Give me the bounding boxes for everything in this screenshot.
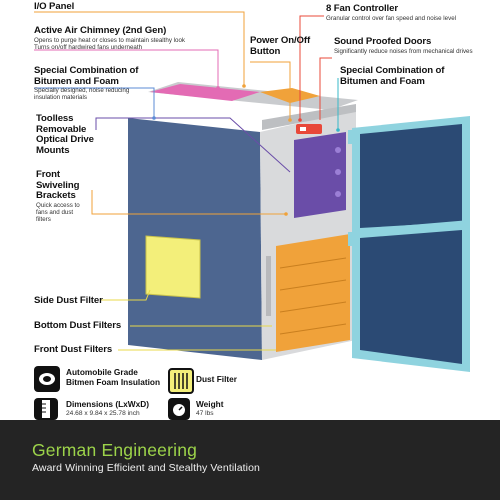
label-front-filter: Front Dust Filters	[34, 344, 113, 356]
ruler-icon	[34, 398, 58, 420]
label-toolless: Toolless Removable Optical Drive Mounts	[36, 113, 94, 156]
swivel-line-3: Brackets	[36, 190, 76, 201]
lower-drive-bay	[276, 234, 350, 352]
legend-foam-line-1: Automobile Grade	[66, 367, 138, 377]
optical-bay	[294, 132, 346, 218]
fan-controller-title: 8 Fan Controller	[326, 3, 398, 14]
label-side-filter: Side Dust Filter	[34, 295, 103, 307]
label-foam-left: Special Combination of Bitumen and Foam …	[34, 65, 139, 102]
swivel-desc-1: Quick access to	[36, 201, 80, 209]
leader-side-filter	[100, 289, 151, 301]
foam-left-title-1: Special Combination of	[34, 65, 139, 76]
power-button-title-1: Power On/Off	[250, 35, 311, 46]
toolless-line-4: Mounts	[36, 144, 70, 156]
swivel-line-1: Front	[36, 169, 61, 180]
front-vent-strip	[266, 256, 271, 316]
foam-right-title-2: Bitumen and Foam	[340, 75, 425, 87]
side-filter-title: Side Dust Filter	[34, 295, 103, 306]
air-chimney-desc-1: Opens to purge heat or closes to maintai…	[34, 36, 185, 44]
power-button	[296, 124, 322, 134]
power-button-title-2: Button	[250, 45, 281, 57]
legend-dust-title: Dust Filter	[196, 374, 238, 384]
label-bottom-filter: Bottom Dust Filters	[34, 320, 122, 332]
bay-latch	[335, 147, 341, 153]
bay-latch	[335, 169, 341, 175]
foam-left-desc-2: insulation materials	[34, 94, 87, 102]
label-fan-controller: 8 Fan Controller Granular control over f…	[326, 3, 457, 22]
case-top-edge	[262, 104, 356, 130]
air-chimney-desc-2: Turns on/off hardwired fans underneath	[34, 43, 143, 51]
legend-weight-value: 47 lbs	[196, 409, 214, 417]
power-button-highlight	[300, 127, 306, 131]
banner-subtitle: Award Winning Efficient and Stealthy Ven…	[32, 462, 260, 474]
legend-dimensions: Dimensions (LxWxD) 24.68 x 9.84 x 25.78 …	[66, 399, 149, 418]
sound-doors-desc: Significantly reduce noises from mechani…	[334, 47, 473, 55]
label-power-button: Power On/Off Button	[250, 35, 311, 57]
swivel-desc-2: fans and dust	[36, 208, 74, 216]
case-side-panel	[128, 118, 262, 360]
legend-dims-title: Dimensions (LxWxD)	[66, 399, 149, 409]
air-chimney-title: Active Air Chimney (2nd Gen)	[34, 25, 167, 36]
fan-controller-desc: Granular control over fan speed and nois…	[326, 14, 457, 22]
upper-door-foam	[360, 124, 462, 228]
toolless-line-1: Toolless	[36, 113, 74, 124]
door-hinge	[348, 232, 354, 246]
label-io-panel: I/O Panel	[34, 1, 75, 13]
dust-filter-icon	[168, 368, 194, 394]
leader-sound-doors	[319, 57, 332, 120]
label-sound-doors: Sound Proofed Doors Significantly reduce…	[334, 36, 473, 55]
foam-left-desc-1: Specially designed, noise reducing	[34, 87, 130, 94]
toolless-line-2: Removable	[36, 123, 87, 135]
leader-swivel	[91, 190, 286, 215]
bottom-banner	[0, 420, 500, 500]
leader-toolless	[95, 117, 291, 173]
bottom-filter-title: Bottom Dust Filters	[34, 320, 122, 331]
weight-scale-icon	[168, 398, 190, 420]
swivel-desc-3: filters	[36, 216, 51, 224]
label-air-chimney: Active Air Chimney (2nd Gen) Opens to pu…	[34, 25, 185, 51]
leader-fan-controller	[299, 15, 324, 120]
legend-foam-line-2: Bitmen Foam Insulation	[66, 376, 161, 387]
legend-weight-title: Weight	[196, 399, 224, 409]
door-hinge	[348, 130, 354, 144]
leader-io-panel	[34, 11, 245, 86]
legend-dims-value: 24.68 x 9.84 x 25.78 inch	[66, 409, 140, 417]
top-air-chimney-filter	[150, 84, 260, 101]
leader-air-chimney	[34, 49, 219, 88]
front-filter-title: Front Dust Filters	[34, 344, 113, 355]
side-dust-filter	[145, 235, 201, 299]
label-foam-right: Special Combination of Bitumen and Foam	[340, 65, 445, 87]
legend-weight: Weight 47 lbs	[196, 399, 224, 418]
toolless-line-3: Optical Drive	[36, 134, 94, 145]
foam-insulation-icon	[34, 366, 60, 392]
foam-right-title-1: Special Combination of	[340, 65, 445, 76]
legend-dust: Dust Filter	[196, 374, 238, 385]
lower-door-foam	[360, 230, 462, 364]
leader-power-button	[250, 61, 291, 120]
banner-title: German Engineering	[32, 440, 198, 460]
leader-foam-left	[34, 87, 155, 118]
legend-foam: Automobile Grade Bitmen Foam Insulation	[66, 367, 161, 387]
case-illustration	[34, 11, 470, 372]
sound-doors-title: Sound Proofed Doors	[334, 36, 432, 47]
bay-latch	[335, 191, 341, 197]
foam-left-title-2: Bitumen and Foam	[34, 75, 119, 87]
swivel-line-2: Swiveling	[36, 179, 80, 191]
label-swivel: Front Swiveling Brackets Quick access to…	[36, 169, 80, 224]
io-panel-title: I/O Panel	[34, 1, 75, 12]
